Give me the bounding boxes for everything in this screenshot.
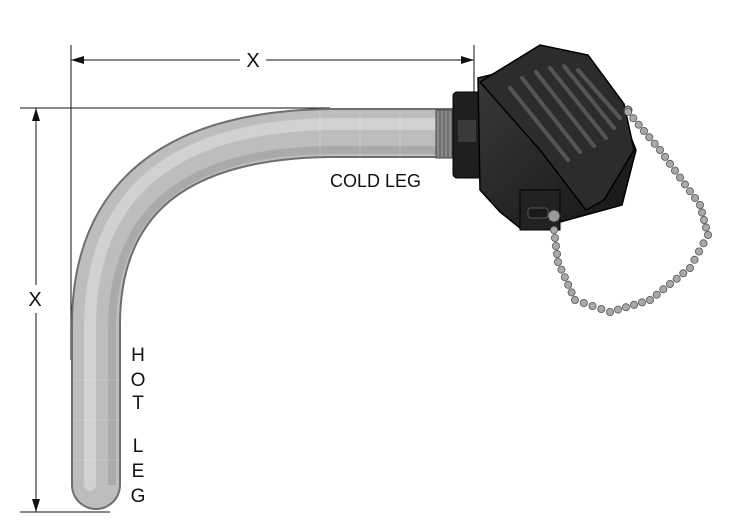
chain-bead bbox=[571, 295, 580, 304]
chain-bead bbox=[564, 280, 573, 289]
sheath-tube bbox=[71, 108, 480, 510]
chain-bead bbox=[686, 187, 695, 196]
chain-bead bbox=[645, 133, 654, 142]
chain-bead bbox=[588, 301, 597, 310]
chain-bead bbox=[690, 255, 699, 264]
chain-bead bbox=[695, 247, 704, 256]
chain-bead bbox=[622, 303, 631, 312]
chain-bead bbox=[630, 300, 639, 309]
dimension-label-horizontal: X bbox=[246, 50, 259, 72]
chain-bead bbox=[679, 269, 688, 278]
chain-bead bbox=[704, 230, 713, 239]
hot-leg-label: H O T L E G bbox=[131, 345, 146, 507]
chain-bead bbox=[691, 194, 700, 203]
chain-bead bbox=[672, 274, 681, 283]
chain-bead bbox=[606, 307, 615, 316]
chain-bead bbox=[650, 139, 659, 148]
chain-bead bbox=[699, 239, 708, 248]
chain-bead bbox=[614, 305, 623, 314]
chain-bead bbox=[686, 263, 695, 272]
hot-leg-letter: T bbox=[132, 393, 144, 414]
chain-bead bbox=[659, 285, 668, 294]
dimension-label-vertical: X bbox=[28, 289, 41, 311]
chain-bead bbox=[629, 114, 638, 123]
chain-bead bbox=[551, 233, 560, 242]
connection-head bbox=[452, 44, 637, 231]
chain-bead bbox=[634, 120, 643, 129]
chain-bead bbox=[700, 215, 709, 224]
hot-leg-letter: H bbox=[131, 345, 145, 366]
chain-bead bbox=[646, 295, 655, 304]
hot-leg-letter: G bbox=[131, 486, 146, 507]
chain-bead bbox=[640, 127, 649, 136]
hot-leg-letter: E bbox=[132, 461, 145, 482]
chain-bead bbox=[681, 180, 690, 189]
chain-bead bbox=[579, 298, 588, 307]
chain-bead bbox=[652, 290, 661, 299]
cold-leg-label: COLD LEG bbox=[330, 171, 421, 191]
chain-bead bbox=[552, 241, 561, 250]
chain-bead bbox=[702, 223, 711, 232]
bead-chain bbox=[550, 108, 713, 316]
dimension-arrows bbox=[32, 56, 474, 512]
chain-bead bbox=[597, 304, 606, 313]
chain-bead bbox=[624, 108, 633, 117]
chain-bead bbox=[557, 265, 566, 274]
chain-bead bbox=[638, 298, 647, 307]
chain-bead bbox=[661, 152, 670, 161]
chain-bead bbox=[698, 208, 707, 217]
chain-bead bbox=[676, 173, 685, 182]
chain-bead bbox=[666, 279, 675, 288]
chain-bead bbox=[666, 159, 675, 168]
chain-bead bbox=[550, 225, 559, 234]
chain-bead bbox=[671, 166, 680, 175]
chain-bead bbox=[560, 273, 569, 282]
hot-leg-letter: L bbox=[133, 436, 144, 457]
chain-bead bbox=[656, 145, 665, 154]
chain-bead bbox=[696, 200, 705, 209]
hot-leg-letter: O bbox=[131, 370, 146, 391]
dimension-lines bbox=[20, 45, 475, 513]
chain-bead bbox=[554, 257, 563, 266]
chain-bead bbox=[567, 288, 576, 297]
chain-bead bbox=[553, 249, 562, 258]
